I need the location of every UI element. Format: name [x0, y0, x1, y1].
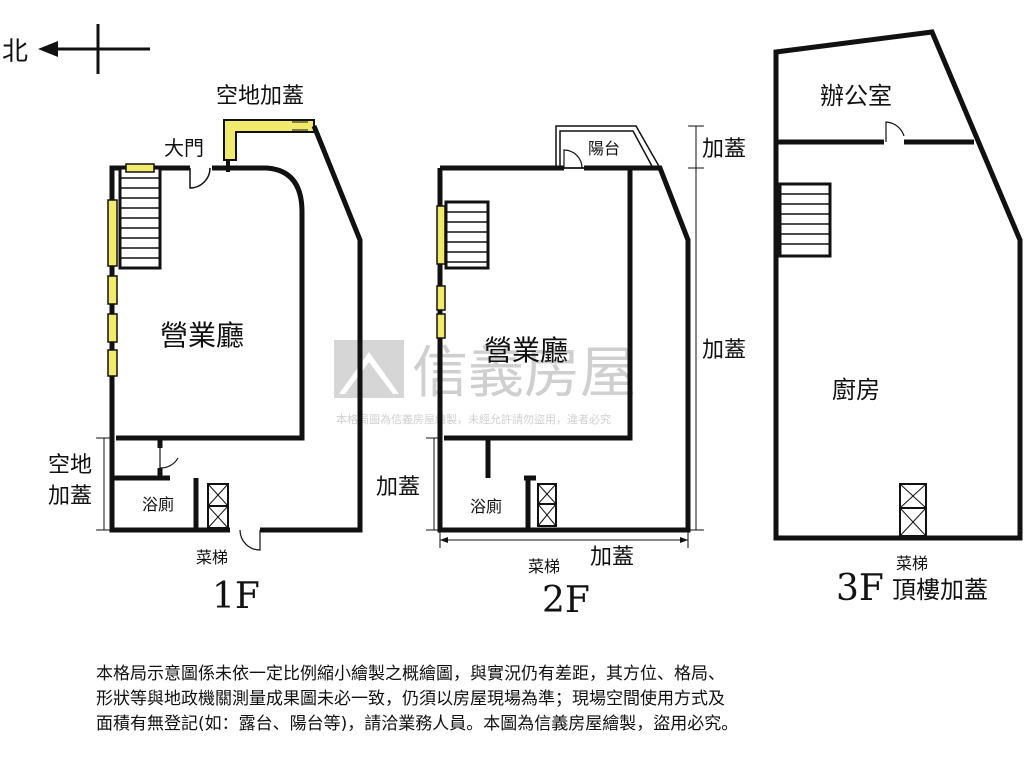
- disclaimer-line-1: 本格局示意圖係未依一定比例縮小繪製之概繪圖，與實況仍有差距，其方位、格局、: [96, 664, 725, 684]
- disclaimer-text: 本格局示意圖係未依一定比例縮小繪製之概繪圖，與實況仍有差距，其方位、格局、 形狀…: [96, 662, 976, 737]
- north-arrow: 北: [2, 24, 150, 74]
- floor-1-plan: 空地加蓋 大門 營業廳 空地 加蓋 浴廁 菜梯 1F: [48, 84, 363, 617]
- floor-1-label: 1F: [212, 576, 260, 617]
- bathroom-1f-label: 浴廁: [142, 495, 174, 514]
- business-hall-1f-label: 營業廳: [160, 319, 244, 352]
- side-extension-label: 加蓋: [48, 484, 92, 509]
- office-label: 辦公室: [820, 82, 892, 110]
- main-gate-label: 大門: [164, 136, 204, 160]
- disclaimer-line-2: 形狀等與地政機關測量成果圖未必一致，仍須以房屋現場為準；現場空間使用方式及: [96, 689, 725, 709]
- main-door-icon: [189, 167, 211, 189]
- dumbwaiter-icon: [899, 483, 927, 537]
- rooftop-extension-label: 頂樓加蓋: [892, 576, 988, 604]
- extension-left-label: 加蓋: [376, 475, 420, 500]
- arrow-left-icon: [38, 41, 58, 57]
- disclaimer-line-3: 面積有無登記(如：露台、陽台等)，請洽業務人員。本圖為信義房屋繪製，盜用必究。: [96, 714, 739, 734]
- dumbwaiter-3f-label: 菜梯: [896, 554, 928, 573]
- watermark-notice: 本格局圖為信義房屋繪製，未經允許請勿盜用，違者必究: [336, 412, 611, 426]
- balcony-label: 陽台: [588, 139, 620, 158]
- floor-2-label: 2F: [542, 580, 590, 621]
- floor-3-label: 3F: [836, 568, 884, 609]
- dumbwaiter-1f-label: 菜梯: [196, 548, 228, 567]
- office-door-icon: [885, 121, 905, 142]
- north-label: 北: [2, 37, 28, 67]
- bathroom-2f-label: 浴廁: [470, 497, 502, 516]
- extension-bottom-label: 加蓋: [590, 545, 634, 570]
- watermark: 信義房屋 本格局圖為信義房屋繪製，未經允許請勿盜用，違者必究: [334, 340, 636, 426]
- watermark-brand: 信義房屋: [412, 341, 636, 406]
- floor-2-plan: 陽台 加蓋 加蓋 營業廳 加蓋 浴廁 菜梯 加蓋 2F: [376, 125, 746, 621]
- kitchen-label: 廚房: [832, 376, 880, 404]
- dumbwaiter-icon: [207, 483, 229, 529]
- extension-right-label: 加蓋: [702, 338, 746, 363]
- dumbwaiter-2f-label: 菜梯: [528, 557, 560, 576]
- extension-top-label: 加蓋: [702, 137, 746, 162]
- extension-area-top: [223, 119, 315, 161]
- back-door-icon: [239, 529, 261, 551]
- business-hall-2f-label: 營業廳: [484, 334, 568, 367]
- open-space-extension-label: 空地加蓋: [216, 84, 304, 109]
- side-open-space-label: 空地: [48, 453, 92, 478]
- watermark-logo-icon: [334, 340, 404, 398]
- floor-3-plan: 辦公室 廚房 菜梯 3F 頂樓加蓋: [773, 29, 1023, 609]
- dumbwaiter-icon: [537, 483, 557, 527]
